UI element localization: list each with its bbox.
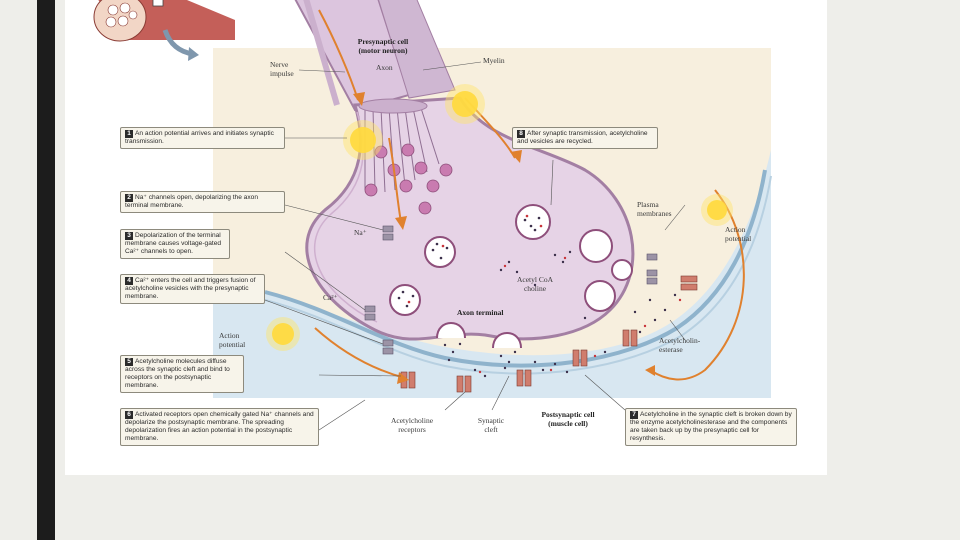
label-line: esterase bbox=[659, 344, 683, 354]
label-line: (muscle cell) bbox=[548, 418, 588, 428]
ion-channels bbox=[364, 225, 658, 355]
acetylcholine-receptors-label: Acetylcholine receptors bbox=[377, 416, 447, 434]
myelin-label: Myelin bbox=[483, 56, 505, 65]
caption-text: Na⁺ channels open, depolarizing the axon… bbox=[125, 194, 258, 209]
label-line: cleft bbox=[484, 424, 498, 434]
label-line: Postsynaptic cell bbox=[541, 410, 595, 419]
label-line: Action bbox=[725, 225, 746, 234]
step-number-badge: 7 bbox=[630, 411, 638, 419]
label-line: potential bbox=[725, 233, 752, 243]
arrowheads bbox=[353, 92, 655, 384]
myelin-sheath bbox=[378, 0, 456, 99]
synapse-illustration bbox=[93, 0, 772, 431]
label-line: receptors bbox=[398, 424, 426, 434]
step-number-badge: 6 bbox=[125, 411, 133, 419]
step-number-badge: 5 bbox=[125, 358, 133, 366]
label-line: potential bbox=[219, 339, 246, 349]
synaptic-vesicles bbox=[364, 143, 453, 215]
recycled-vesicles bbox=[389, 204, 633, 316]
axon-terminal-label: Axon terminal bbox=[457, 308, 504, 317]
label-line: Action bbox=[219, 331, 240, 340]
label-line: Presynaptic cell bbox=[357, 37, 409, 46]
muscle-cell-region bbox=[213, 150, 771, 398]
axon-label: Axon bbox=[376, 63, 393, 72]
caption-text: Ca²⁺ enters the cell and triggers fusion… bbox=[125, 277, 256, 300]
caption-text: Activated receptors open chemically gate… bbox=[125, 411, 314, 442]
step-number-badge: 3 bbox=[125, 232, 133, 240]
plasma-membranes-label: Plasma membranes bbox=[637, 200, 672, 218]
action-potential-flashes bbox=[266, 84, 733, 351]
calcium-ion-label: Ca²⁺ bbox=[323, 293, 338, 302]
acetyl-coa-choline-label: Acetyl CoA choline bbox=[500, 275, 570, 293]
step-number-badge: 8 bbox=[517, 130, 525, 138]
slide-left-bar bbox=[37, 0, 55, 540]
label-line: impulse bbox=[270, 68, 294, 78]
label-line: Synaptic bbox=[477, 416, 505, 425]
postsynaptic-cell-label: Postsynaptic cell (muscle cell) bbox=[522, 410, 614, 428]
action-potential-right-label: Action potential bbox=[725, 225, 752, 243]
acetylcholinesterase-label: Acetylcholin- esterase bbox=[659, 336, 701, 354]
caption-text: Acetylcholine molecules diffuse across t… bbox=[125, 358, 230, 389]
label-line: Nerve bbox=[270, 60, 289, 69]
caption-text: Acetylcholine in the synaptic cleft is b… bbox=[630, 411, 792, 442]
label-line: membranes bbox=[637, 208, 672, 218]
caption-text: Depolarization of the terminal membrane … bbox=[125, 232, 222, 255]
sodium-ion-label: Na⁺ bbox=[354, 228, 367, 237]
caption-text: After synaptic transmission, acetylcholi… bbox=[517, 130, 648, 145]
axon-terminal bbox=[305, 96, 635, 341]
label-line: Plasma bbox=[637, 200, 659, 209]
caption-text: An action potential arrives and initiate… bbox=[125, 130, 274, 145]
step-number-badge: 1 bbox=[125, 130, 133, 138]
label-line: Acetyl CoA bbox=[516, 275, 554, 284]
synaptic-cleft-label: Synaptic cleft bbox=[466, 416, 516, 434]
step-number-badge: 4 bbox=[125, 277, 133, 285]
label-line: Acetylcholin- bbox=[659, 336, 701, 345]
presynaptic-cell-label: Presynaptic cell (motor neuron) bbox=[335, 37, 431, 55]
label-line: Acetylcholine bbox=[390, 416, 434, 425]
label-line: choline bbox=[523, 283, 547, 293]
step-number-badge: 2 bbox=[125, 194, 133, 202]
nerve-impulse-label: Nerve impulse bbox=[270, 60, 294, 78]
fusing-vesicles bbox=[436, 322, 522, 349]
label-line: (motor neuron) bbox=[358, 45, 408, 55]
action-potential-left-label: Action potential bbox=[219, 331, 246, 349]
leader-lines bbox=[264, 61, 686, 431]
